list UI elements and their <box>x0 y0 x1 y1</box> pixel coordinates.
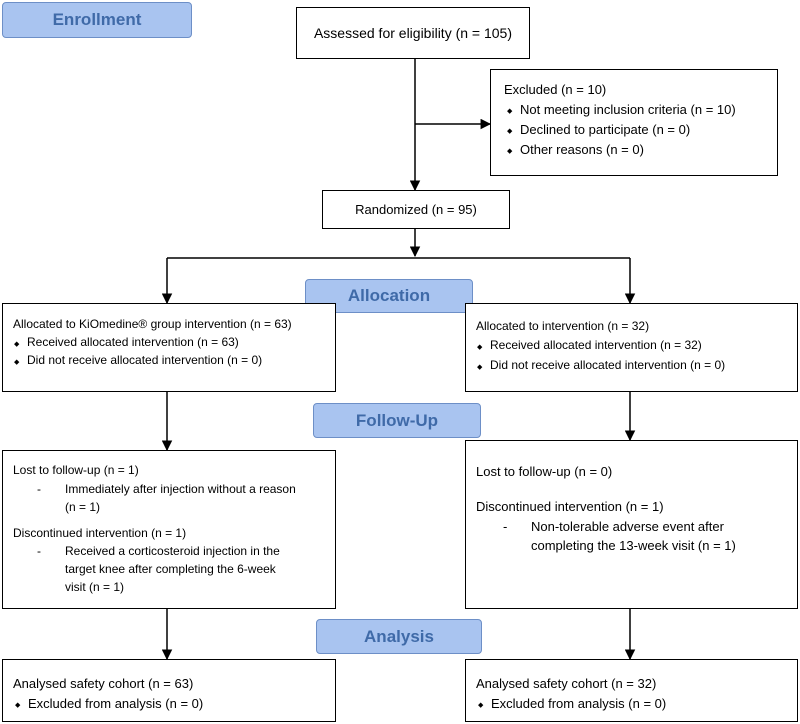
followup-left-lost-reason: Immediately after injection without a re… <box>37 482 296 496</box>
followup-left-discontinued: Discontinued intervention (n = 1) <box>13 526 187 540</box>
allocation-left-item: Did not receive allocated intervention (… <box>14 353 262 367</box>
excluded-item: Other reasons (n = 0) <box>507 142 644 157</box>
followup-right-discontinued: Discontinued intervention (n = 1) <box>476 499 664 514</box>
randomized-box: Randomized (n = 95) <box>322 190 510 229</box>
assessed-box: Assessed for eligibility (n = 105) <box>296 7 530 59</box>
allocation-left-box: Allocated to KiOmedine® group interventi… <box>2 303 336 392</box>
followup-right-disc-reason: Non-tolerable adverse event after <box>503 519 724 534</box>
excluded-title: Excluded (n = 10) <box>504 82 607 97</box>
followup-left-disc-reason: Received a corticosteroid injection in t… <box>37 544 280 558</box>
allocation-right-title: Allocated to intervention (n = 32) <box>476 319 650 333</box>
allocation-left-title: Allocated to KiOmedine® group interventi… <box>13 317 292 331</box>
excluded-box: Excluded (n = 10) Not meeting inclusion … <box>490 69 778 176</box>
stage-analysis: Analysis <box>316 619 482 654</box>
allocation-right-item: Received allocated intervention (n = 32) <box>477 338 702 352</box>
stage-enrollment: Enrollment <box>2 2 192 38</box>
followup-left-box: Lost to follow-up (n = 1) Immediately af… <box>2 450 336 609</box>
stage-followup: Follow-Up <box>313 403 481 438</box>
followup-left-lost: Lost to follow-up (n = 1) <box>13 463 139 477</box>
excluded-item: Not meeting inclusion criteria (n = 10) <box>507 102 736 117</box>
randomized-label: Randomized (n = 95) <box>355 202 477 217</box>
followup-right-lost: Lost to follow-up (n = 0) <box>476 464 613 479</box>
allocation-right-box: Allocated to intervention (n = 32) Recei… <box>465 303 798 392</box>
assessed-label: Assessed for eligibility (n = 105) <box>313 25 513 41</box>
analysis-right-title: Analysed safety cohort (n = 32) <box>476 676 657 691</box>
excluded-item: Declined to participate (n = 0) <box>507 122 690 137</box>
followup-left-disc-reason-cont: visit (n = 1) <box>65 580 125 594</box>
analysis-left-title: Analysed safety cohort (n = 63) <box>13 676 194 691</box>
followup-left-lost-reason-count: (n = 1) <box>65 500 101 514</box>
stage-allocation: Allocation <box>305 279 473 313</box>
analysis-right-excluded: Excluded from analysis (n = 0) <box>478 696 666 711</box>
analysis-left-box: Analysed safety cohort (n = 63) Excluded… <box>2 659 336 722</box>
analysis-right-box: Analysed safety cohort (n = 32) Excluded… <box>465 659 798 722</box>
allocation-right-item: Did not receive allocated intervention (… <box>477 358 725 372</box>
allocation-left-item: Received allocated intervention (n = 63) <box>14 335 239 349</box>
followup-left-disc-reason-cont: target knee after completing the 6-week <box>65 562 276 576</box>
analysis-left-excluded: Excluded from analysis (n = 0) <box>15 696 203 711</box>
followup-right-box: Lost to follow-up (n = 0) Discontinued i… <box>465 440 798 609</box>
followup-right-disc-reason-cont: completing the 13-week visit (n = 1) <box>531 538 736 553</box>
